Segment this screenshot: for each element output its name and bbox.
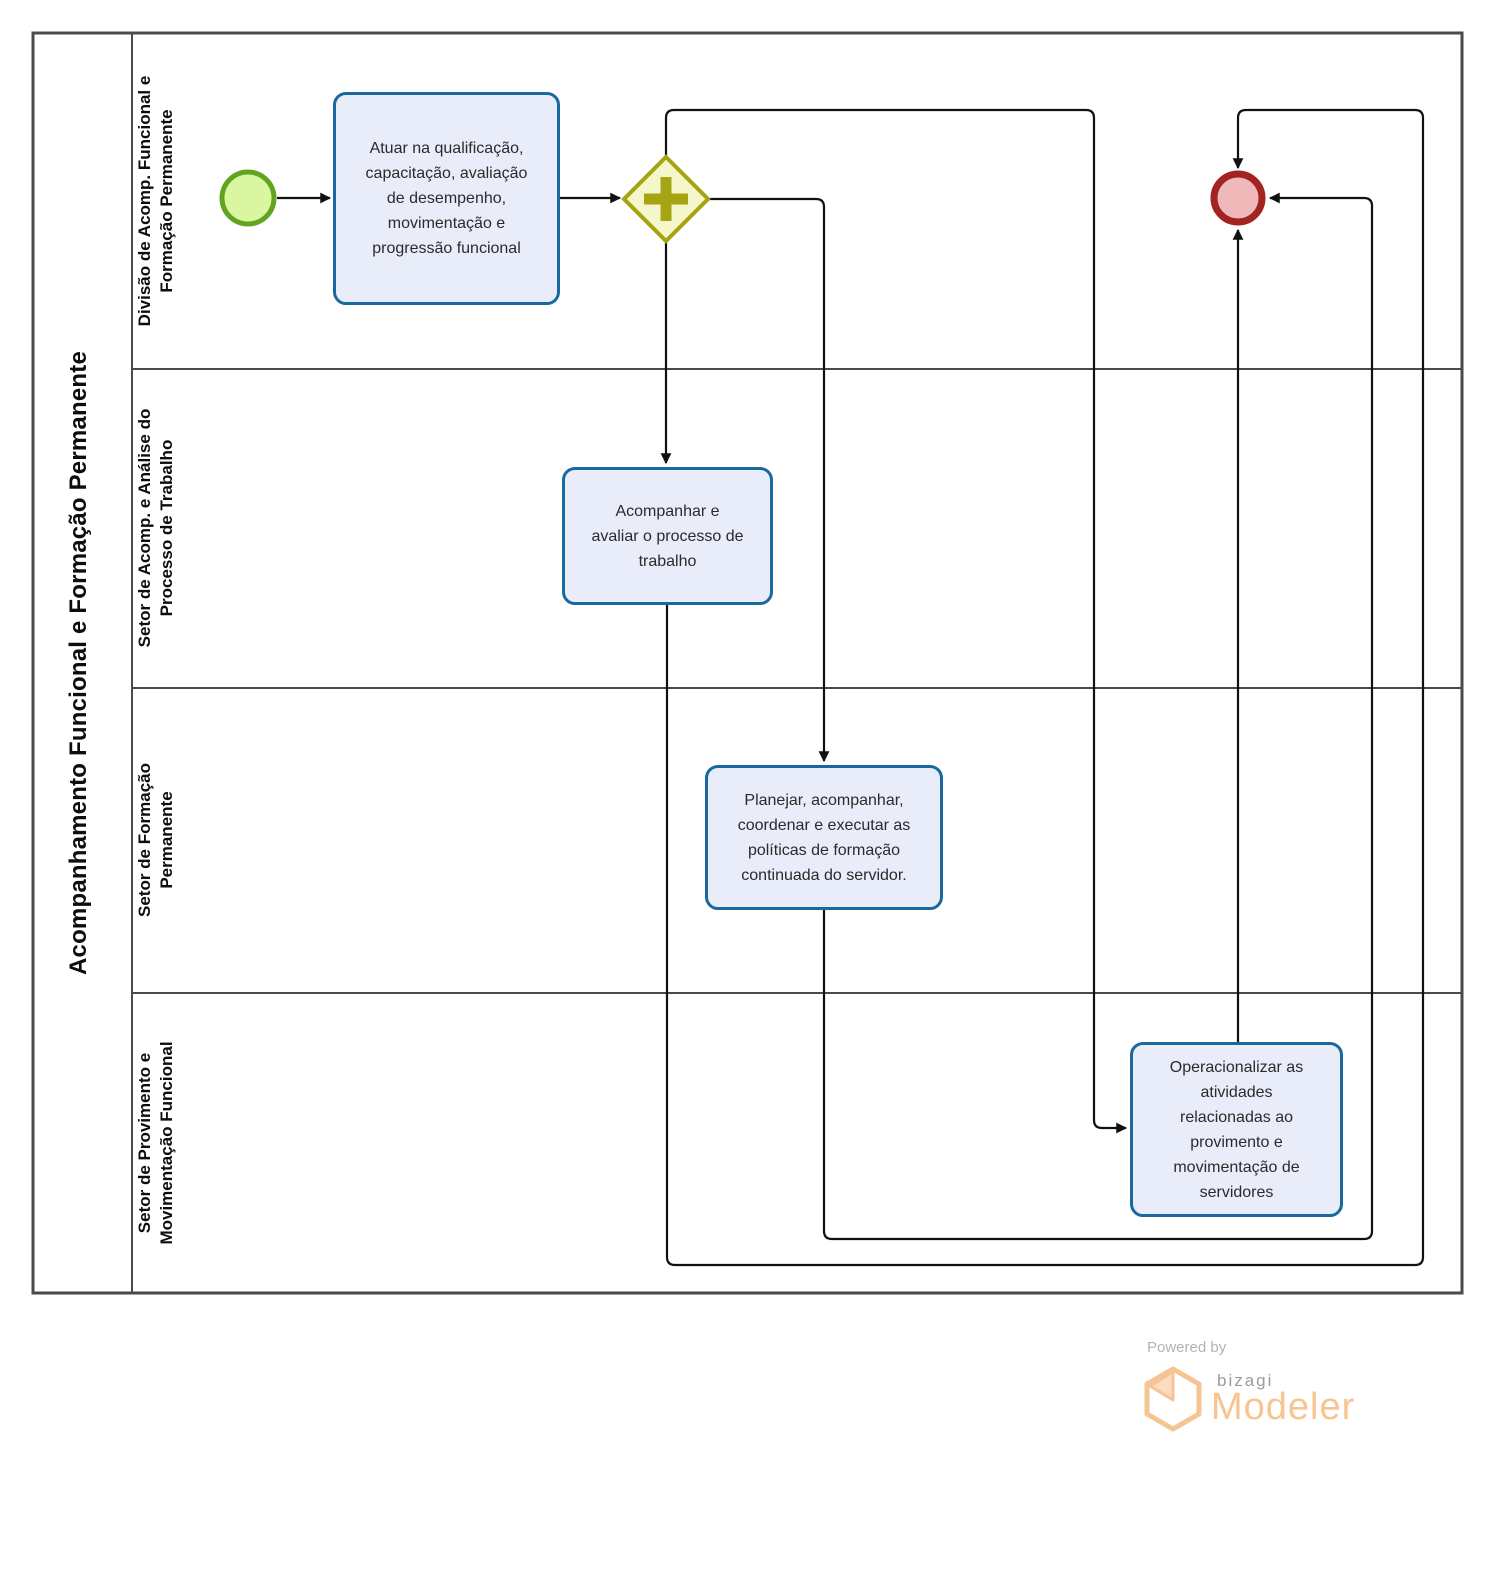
lane-label-divisao-acomp: Divisão de Acomp. Funcional e Formação P… xyxy=(134,76,178,327)
task-acompanhar-avaliar: Acompanhar e avaliar o processo de traba… xyxy=(562,467,773,605)
lane-label-setor-formacao: Setor de Formação Permanente xyxy=(134,763,178,917)
start-event xyxy=(219,169,277,227)
task-label: Acompanhar e avaliar o processo de traba… xyxy=(591,502,744,570)
flow-task3-to-end xyxy=(822,192,1374,1241)
bizagi-cube-icon xyxy=(1144,1366,1202,1432)
pool-border xyxy=(31,31,1464,1295)
bizagi-wordmark: bizagi xyxy=(1217,1371,1274,1390)
pool-title: Acompanhamento Funcional e Formação Perm… xyxy=(65,350,92,976)
task-label: Atuar na qualificação, capacitação, aval… xyxy=(365,140,528,257)
lane-label-line: Movimentação Funcional xyxy=(157,1041,176,1245)
lane-label-line: Setor de Formação xyxy=(135,763,154,917)
end-event xyxy=(1210,170,1266,226)
flow-task2-to-end xyxy=(665,108,1425,1267)
lane-label-line: Processo de Trabalho xyxy=(157,439,176,617)
lane-label-line: Permanente xyxy=(157,791,176,889)
flow-gateway-to-task4 xyxy=(664,108,1128,1134)
gateway-plus-icon xyxy=(660,177,672,221)
task-atuar-qualificacao: Atuar na qualificação, capacitação, aval… xyxy=(333,92,560,305)
task-label: Operacionalizar as atividades relacionad… xyxy=(1169,1058,1304,1201)
task-planejar-coordenar: Planejar, acompanhar, coordenar e execut… xyxy=(705,765,943,910)
lane-label-setor-acomp-analise: Setor de Acomp. e Análise do Processo de… xyxy=(134,409,178,648)
modeler-wordmark: Modeler xyxy=(1211,1386,1356,1428)
powered-by-text: Powered by xyxy=(1147,1339,1227,1356)
task-label: Planejar, acompanhar, coordenar e execut… xyxy=(737,791,911,884)
lane-label-line: Setor de Acomp. e Análise do xyxy=(135,408,154,648)
task-operacionalizar-atividades: Operacionalizar as atividades relacionad… xyxy=(1130,1042,1343,1217)
bpmn-diagram xyxy=(31,31,1464,1295)
lane-label-line: Setor de Provimento e xyxy=(135,1052,154,1234)
lane-label-line: Divisão de Acomp. Funcional e xyxy=(135,75,154,327)
flow-gateway-to-task3 xyxy=(708,197,830,763)
lane-label-setor-provimento: Setor de Provimento e Movimentação Funci… xyxy=(134,1041,178,1244)
lane-label-line: Formação Permanente xyxy=(157,109,176,293)
